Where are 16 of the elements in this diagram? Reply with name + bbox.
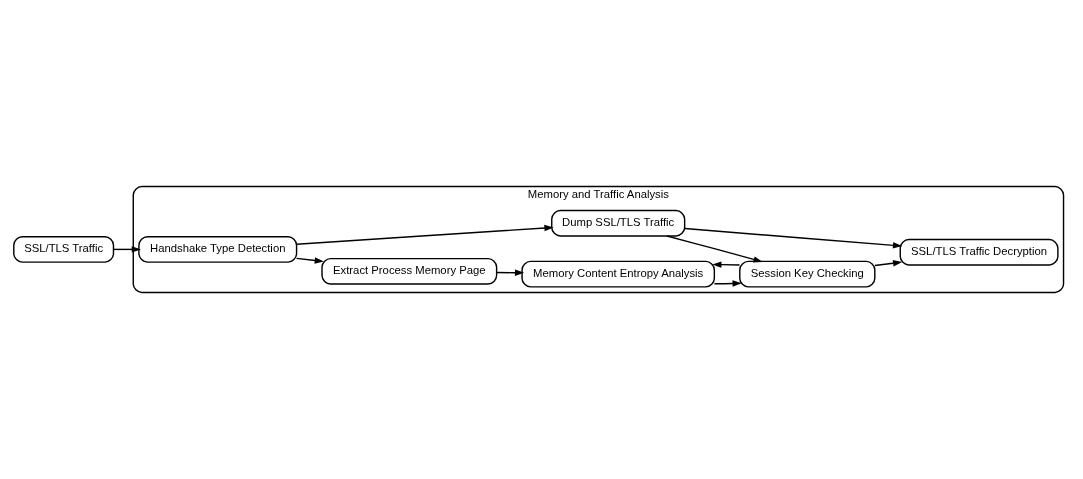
node-box: Handshake Type Detection	[138, 235, 298, 263]
node-box: Session Key Checking	[739, 260, 876, 288]
node-box: Memory Content Entropy Analysis	[521, 260, 716, 288]
arrow	[684, 227, 903, 249]
node-box: SSL/TLS Traffic	[13, 235, 115, 263]
arrow	[712, 261, 741, 268]
arrow	[666, 235, 763, 263]
arrow	[874, 260, 903, 267]
node-box: SSL/TLS Traffic Decryption	[899, 238, 1059, 266]
arrow	[295, 224, 554, 245]
node-box: Dump SSL/TLS Traffic	[551, 209, 686, 237]
node-box: Extract Process Memory Page	[321, 257, 498, 285]
arrow	[295, 257, 324, 264]
arrow	[713, 280, 742, 287]
arrow	[496, 269, 525, 276]
arrow	[112, 246, 141, 253]
